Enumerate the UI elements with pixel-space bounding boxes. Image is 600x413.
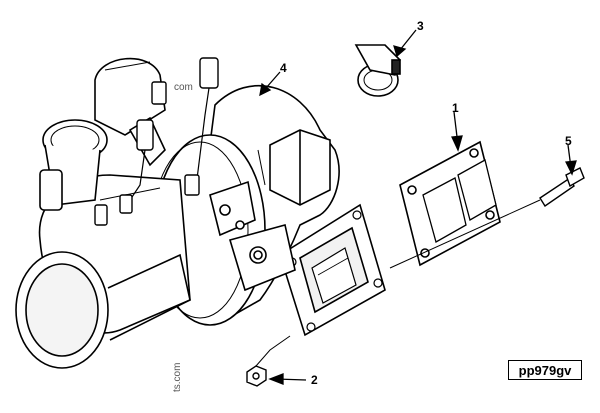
mounting-stud [539, 167, 585, 207]
callout-1: 1 [452, 101, 459, 115]
sensor-connectors [94, 57, 219, 226]
watermark-bottom: ts.com [172, 362, 183, 392]
wastegate-actuator [39, 57, 166, 211]
nut-leader-line [255, 335, 291, 367]
callout-4: 4 [280, 61, 287, 75]
watermark-top: com [174, 82, 193, 93]
hex-nut [246, 365, 267, 387]
assembly-centerline [389, 199, 541, 269]
reference-code-label: pp979gv [508, 360, 582, 380]
leader-lines [259, 29, 577, 385]
callout-3: 3 [417, 19, 424, 33]
turbine-inlet-flange [279, 203, 386, 337]
compressor-housing [15, 174, 191, 369]
hose-clamp [354, 44, 401, 97]
turbine-gasket [399, 140, 501, 267]
callout-5: 5 [565, 134, 572, 148]
callout-2: 2 [311, 373, 318, 387]
